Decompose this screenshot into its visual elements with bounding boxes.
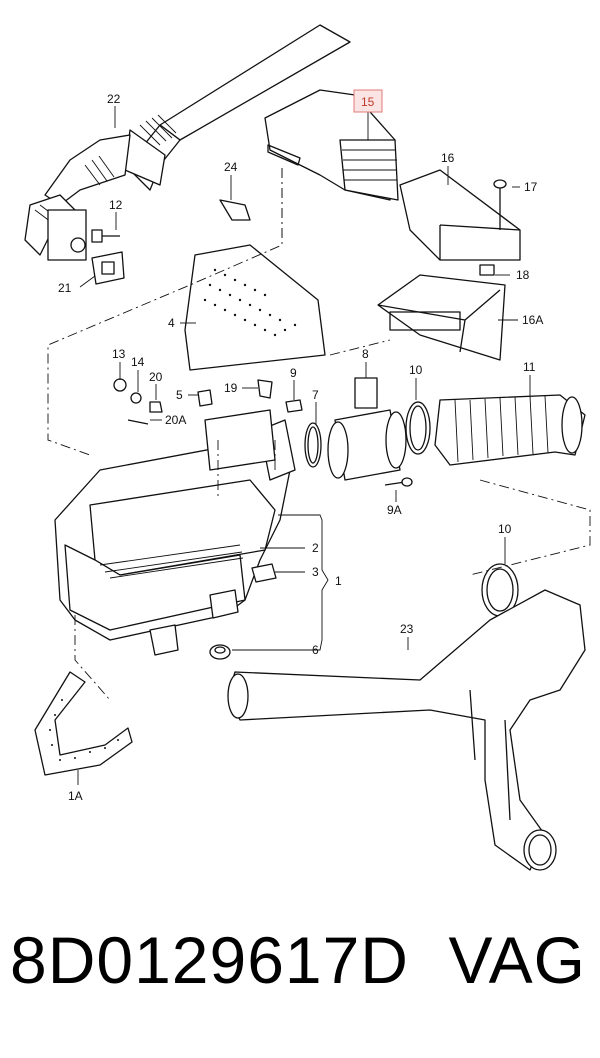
part-8-mass-airflow-sensor (327, 377, 407, 481)
part-12-bolt (91, 229, 120, 243)
part-16a-duct (377, 274, 506, 361)
callout-14: 14 (131, 355, 145, 369)
part-1a-seal (34, 671, 133, 776)
callout-5: 5 (176, 388, 183, 402)
callout-16a: 16A (522, 313, 543, 327)
part-15-air-duct (264, 89, 399, 201)
callout-18: 18 (516, 268, 530, 282)
callout-20a: 20A (165, 413, 186, 427)
callout-16: 16 (441, 151, 455, 165)
brand-text: VAG (448, 923, 586, 997)
callout-10-upper: 10 (409, 363, 423, 377)
part-11-hose (434, 394, 586, 466)
callout-2: 2 (312, 541, 319, 555)
callout-11: 11 (523, 360, 536, 374)
callout-bracket-1 (232, 514, 329, 651)
part-9a-screw (384, 477, 413, 487)
part-3-clip (251, 563, 277, 583)
callout-20: 20 (149, 370, 163, 384)
part-22-intake-tube (24, 24, 351, 261)
callout-22: 22 (107, 92, 121, 106)
callout-15: 15 (361, 95, 375, 109)
callout-1a: 1A (68, 789, 83, 803)
callout-19: 19 (224, 381, 238, 395)
callout-12: 12 (109, 198, 123, 212)
callout-24: 24 (224, 160, 238, 174)
part-17-screw (493, 179, 507, 230)
part-7-seal-ring (304, 422, 322, 468)
callout-10-lower: 10 (498, 522, 512, 536)
part-21-grommet (91, 251, 125, 285)
callout-9a: 9A (387, 503, 402, 517)
callout-4: 4 (168, 316, 175, 330)
part-6-grommet (209, 644, 231, 660)
callout-3: 3 (312, 565, 319, 579)
dashed-guide-lines (47, 168, 591, 701)
callout-8: 8 (362, 347, 369, 361)
part-16-duct (399, 169, 521, 276)
part-10-clamp-upper (405, 401, 431, 455)
part-24-clip (219, 199, 251, 221)
callout-15-highlight (353, 89, 383, 113)
callout-7: 7 (312, 388, 319, 402)
part-1-air-filter-housing (54, 409, 296, 656)
callout-6: 6 (312, 643, 319, 657)
part-number-text: 8D0129617D (10, 923, 409, 997)
callout-labels: 22 15 16 17 24 12 21 18 16A 4 13 14 20 2… (58, 89, 543, 803)
callout-9: 9 (290, 366, 297, 380)
callout-23: 23 (400, 622, 414, 636)
callout-1: 1 (335, 574, 342, 588)
exploded-parts-diagram: 22 15 16 17 24 12 21 18 16A 4 13 14 20 2… (24, 24, 591, 871)
leader-lines (77, 106, 531, 785)
callout-17: 17 (524, 180, 538, 194)
callout-21: 21 (58, 281, 72, 295)
part-4-cover-plate (184, 244, 326, 371)
callout-13: 13 (112, 347, 126, 361)
part-23-intake-pipe (227, 589, 586, 871)
small-hardware (113, 378, 303, 425)
